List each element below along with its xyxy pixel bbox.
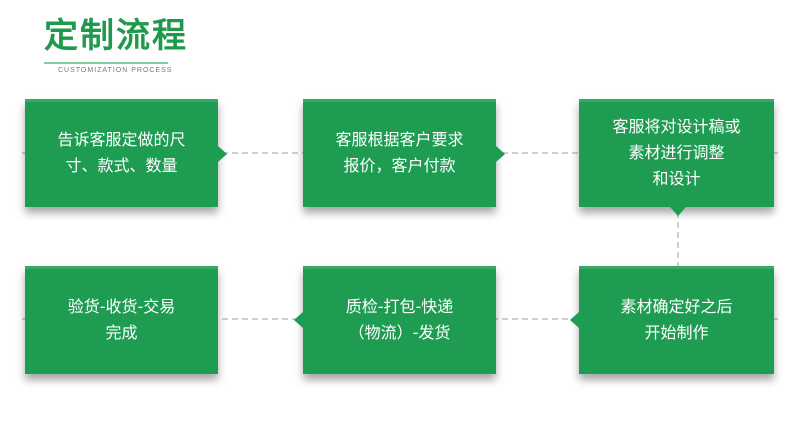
page-title: 定制流程: [44, 16, 188, 56]
connector-vertical: [677, 212, 679, 268]
step-6-line-2: 完成: [105, 323, 138, 342]
step-5-line-2: （物流）-发货: [348, 323, 451, 342]
step-5-line-1: 质检-打包-快递: [345, 297, 454, 316]
step-3-arrow: [670, 207, 686, 216]
step-4-arrow: [570, 312, 579, 328]
step-3-box: 客服将对设计稿或 素材进行调整 和设计: [579, 99, 774, 207]
step-4-line-2: 开始制作: [644, 323, 709, 342]
step-4-line-1: 素材确定好之后: [620, 297, 733, 316]
step-1-line-1: 告诉客服定做的尺: [57, 130, 186, 149]
step-2-arrow: [496, 146, 505, 162]
step-2-line-2: 报价，客户付款: [343, 156, 456, 175]
step-5-box: 质检-打包-快递 （物流）-发货: [303, 266, 496, 374]
step-3-line-2: 素材进行调整: [628, 143, 725, 162]
step-2-line-1: 客服根据客户要求: [335, 130, 464, 149]
step-2-box: 客服根据客户要求 报价，客户付款: [303, 99, 496, 207]
page-subtitle: CUSTOMIZATION PROCESS: [58, 67, 173, 74]
title-underline: [44, 62, 168, 64]
step-6-box: 验货-收货-交易 完成: [25, 266, 218, 374]
step-6-line-1: 验货-收货-交易: [67, 297, 176, 316]
step-1-line-2: 寸、款式、数量: [65, 156, 178, 175]
step-5-arrow: [294, 312, 303, 328]
step-3-line-1: 客服将对设计稿或: [612, 117, 741, 136]
step-4-box: 素材确定好之后 开始制作: [579, 266, 774, 374]
step-3-line-3: 和设计: [652, 169, 701, 188]
step-1-box: 告诉客服定做的尺 寸、款式、数量: [25, 99, 218, 207]
step-1-arrow: [218, 146, 227, 162]
